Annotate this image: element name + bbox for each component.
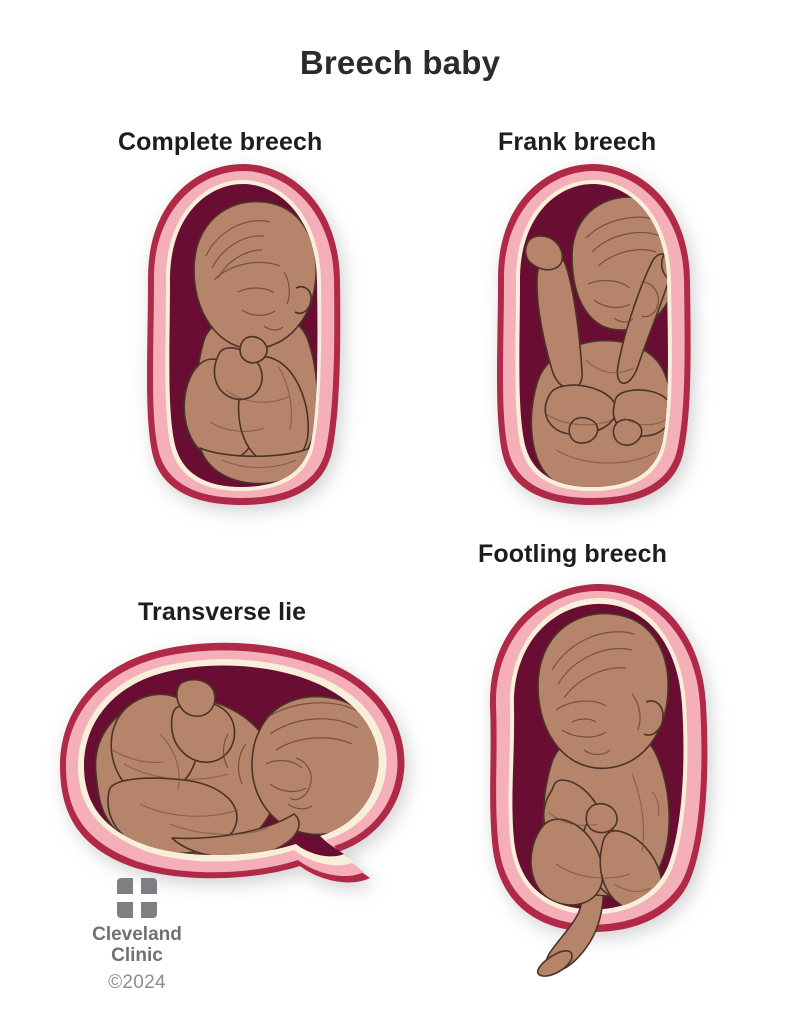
page-title: Breech baby bbox=[299, 44, 501, 81]
panel-label-transverse-lie: Transverse lie bbox=[138, 598, 307, 626]
illustration-frank-breech bbox=[468, 160, 718, 505]
brand-line-1: Cleveland bbox=[92, 924, 182, 945]
panel-label-footling-breech: Footling breech bbox=[478, 540, 667, 568]
illustration-complete-breech bbox=[118, 160, 368, 505]
footer-branding: Cleveland Clinic ©2024 bbox=[62, 878, 212, 994]
brand-line-2: Clinic bbox=[111, 945, 163, 967]
illustration-footling-breech bbox=[456, 578, 746, 978]
copyright-notice: ©2024 bbox=[108, 971, 166, 993]
panel-label-complete-breech: Complete breech bbox=[118, 128, 323, 156]
illustration-transverse-lie bbox=[52, 638, 405, 888]
fetus-frank-breech bbox=[524, 196, 668, 487]
fetus-complete-breech bbox=[183, 200, 318, 485]
fetus-transverse-lie bbox=[94, 679, 379, 857]
fetus-footling-breech bbox=[530, 612, 670, 910]
panel-label-frank-breech: Frank breech bbox=[498, 128, 657, 156]
brand-name: Cleveland Clinic bbox=[62, 924, 212, 967]
cleveland-clinic-logo-icon bbox=[117, 878, 157, 918]
